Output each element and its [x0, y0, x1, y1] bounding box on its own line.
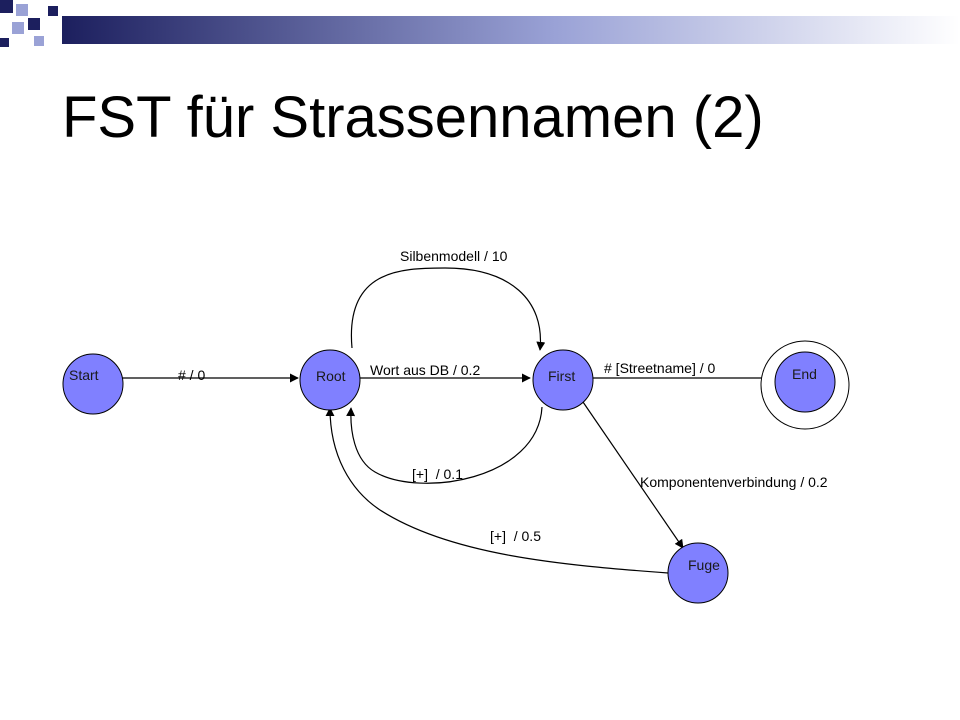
state-end: End — [760, 340, 850, 430]
deco-square-navy-1 — [0, 0, 13, 13]
state-start-label: Start — [69, 367, 99, 383]
edge-silbenmodell-loop — [350, 267, 546, 351]
state-fuge: Fuge — [667, 542, 729, 604]
header-gradient-bar — [62, 16, 960, 44]
label-fuge-root: [+] / 0.5 — [490, 528, 541, 544]
header-decoration — [0, 0, 960, 47]
slide-title: FST für Strassennamen (2) — [62, 85, 764, 150]
state-end-label: End — [792, 366, 817, 382]
state-first-circle — [532, 349, 594, 411]
state-end-circle — [774, 351, 836, 413]
label-start-root: # / 0 — [178, 367, 205, 383]
label-silbenmodell: Silbenmodell / 10 — [400, 248, 508, 264]
deco-square-navy-2 — [28, 18, 40, 30]
label-root-first: Wort aus DB / 0.2 — [370, 362, 480, 378]
label-first-end: # [Streetname] / 0 — [604, 360, 715, 376]
label-first-root: [+] / 0.1 — [412, 466, 463, 482]
deco-square-light-2 — [12, 22, 24, 34]
state-first: First — [532, 349, 594, 411]
state-start-circle — [62, 353, 124, 415]
state-fuge-circle — [667, 542, 729, 604]
state-start: Start — [62, 353, 124, 415]
state-root-circle — [299, 349, 361, 411]
edge-first-root-back — [346, 406, 543, 484]
deco-square-navy-4 — [0, 38, 9, 47]
deco-square-navy-3 — [48, 6, 58, 16]
deco-square-light-3 — [34, 36, 44, 46]
edge-fuge-root — [325, 407, 669, 574]
deco-square-light-1 — [16, 4, 28, 16]
edge-first-fuge — [582, 401, 684, 549]
label-first-fuge: Komponentenverbindung / 0.2 — [640, 474, 828, 490]
state-root-label: Root — [316, 368, 346, 384]
state-fuge-label: Fuge — [688, 557, 720, 573]
state-first-label: First — [548, 368, 575, 384]
state-root: Root — [299, 349, 361, 411]
